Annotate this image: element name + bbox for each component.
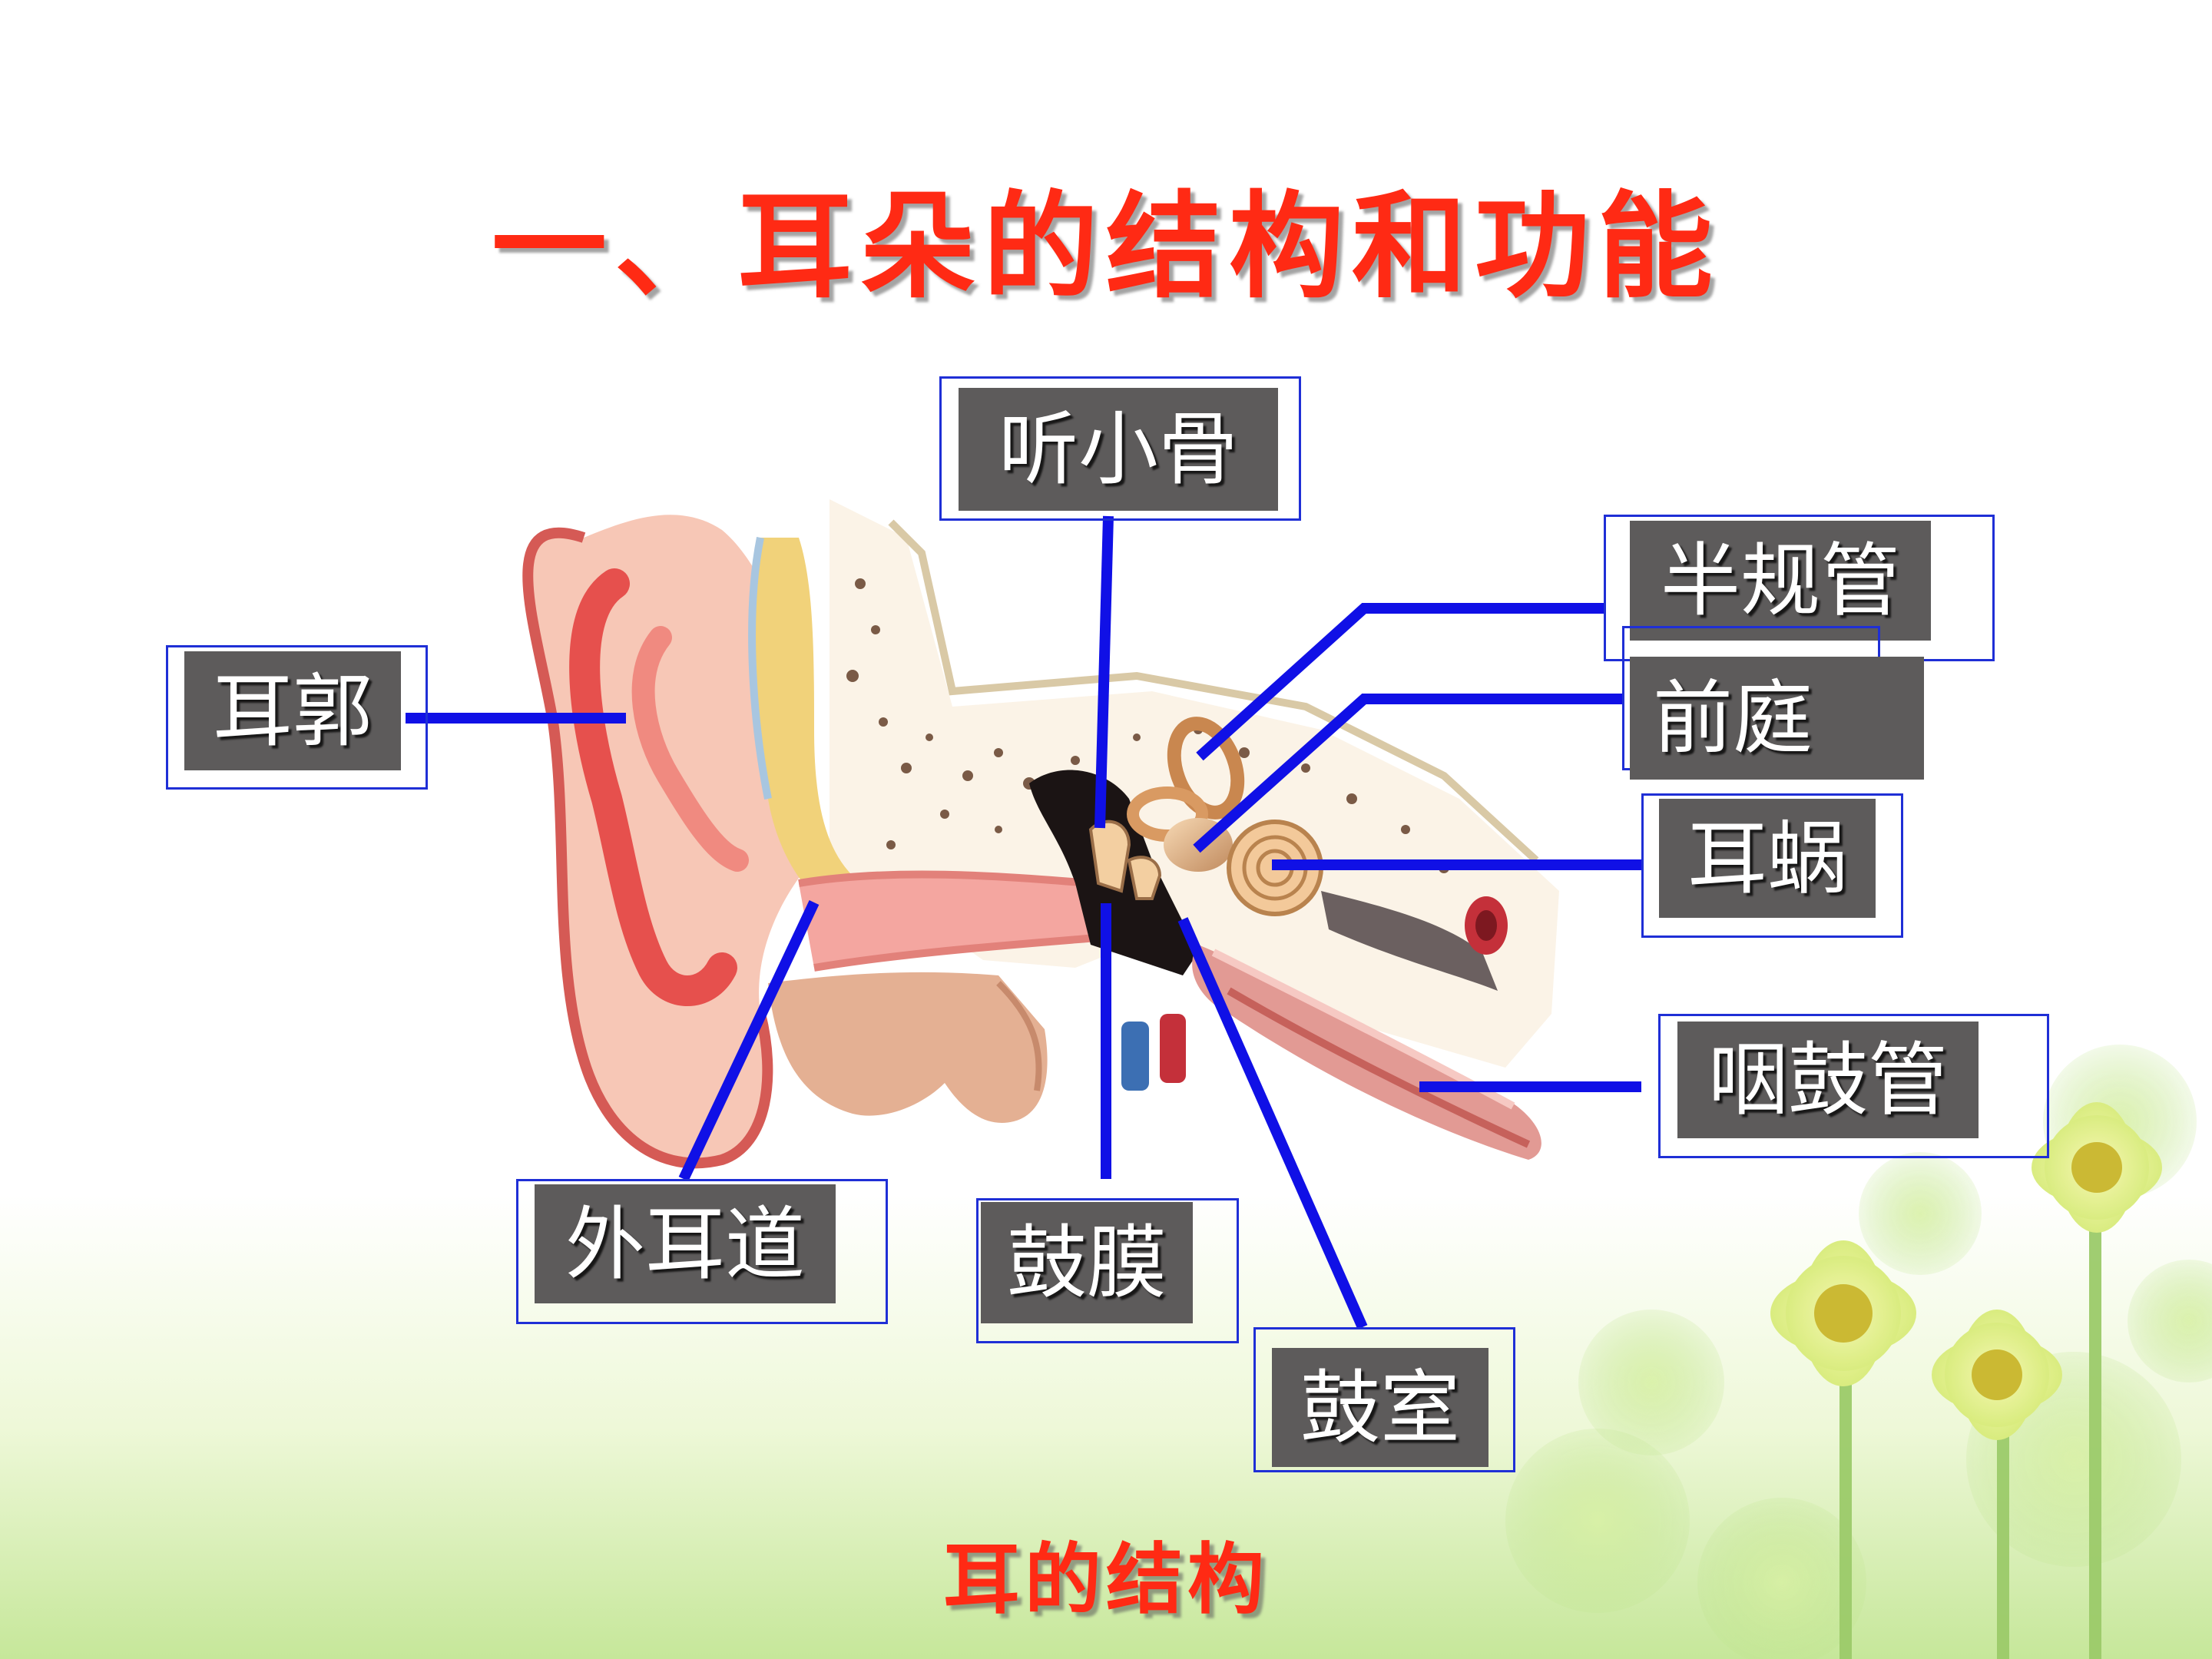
label-cochlea: 耳蜗 (1659, 799, 1876, 918)
slide-title: 一、耳朵的结构和功能 (491, 180, 1720, 314)
leader-lines (406, 515, 1641, 1330)
label-frame-tympanic-cavity (1253, 1327, 1515, 1472)
label-frame-ear-canal (516, 1179, 888, 1324)
label-semicircular-canals: 半规管 (1630, 521, 1931, 641)
label-frame-ossicles (939, 376, 1301, 521)
leader-tympanic-cavity (1177, 917, 1368, 1330)
label-tympanic-cavity: 鼓室 (1272, 1348, 1488, 1467)
label-frame-auricle (166, 645, 428, 790)
flower-decoration (1505, 1045, 2212, 1659)
label-vestibule: 前庭 (1630, 657, 1924, 780)
label-ear-canal: 外耳道 (535, 1184, 836, 1303)
ear-illustration (522, 499, 1559, 1169)
leader-ear-canal (678, 900, 820, 1181)
leader-ossicles (1094, 515, 1114, 829)
label-ossicles: 听小骨 (959, 388, 1278, 511)
label-eustachian-tube: 咽鼓管 (1677, 1022, 1979, 1138)
label-frame-cochlea (1641, 793, 1903, 938)
label-frame-eustachian-tube (1658, 1014, 2049, 1158)
leader-vestibule (1193, 694, 1622, 853)
label-auricle: 耳郭 (184, 651, 401, 770)
leader-semicircular-canals (1196, 603, 1604, 761)
label-eardrum: 鼓膜 (981, 1202, 1193, 1323)
diagram-caption: 耳的结构 (943, 1535, 1269, 1624)
label-frame-eardrum (976, 1198, 1239, 1343)
